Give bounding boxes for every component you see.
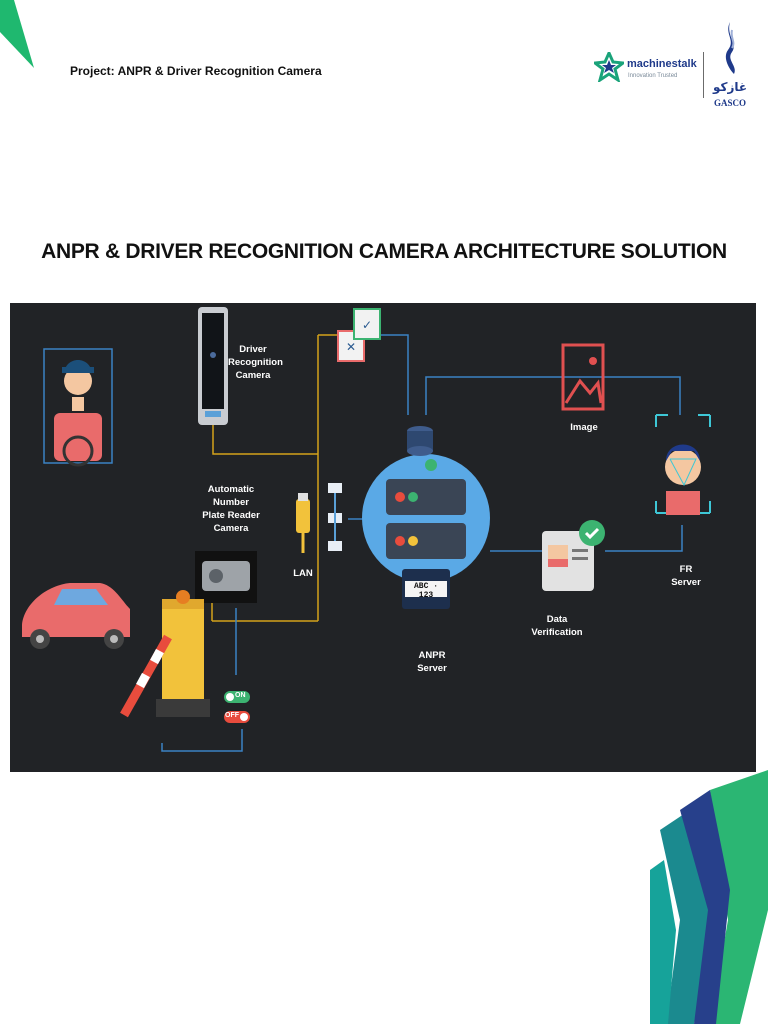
- svg-text:✕: ✕: [346, 340, 356, 354]
- on-off-switch-icon: [224, 691, 250, 723]
- connector-fr-server: [605, 525, 683, 552]
- gasco-logo: غازكو GASCO: [708, 20, 752, 120]
- data-verification-label: Data Verification: [531, 614, 583, 638]
- machinestalk-star-icon: [594, 52, 624, 82]
- gasco-flame-icon: [725, 22, 735, 74]
- connector-gold-lines: [211, 334, 338, 622]
- logo-divider: [703, 52, 704, 98]
- machinestalk-logo: machinestalk Innovation Trusted: [594, 50, 704, 100]
- barrier-gate-icon: [120, 590, 210, 718]
- car-icon: [22, 583, 130, 649]
- checklist-approval-icon: ✕ ✓: [337, 308, 381, 362]
- connector-blue-lines: [161, 334, 683, 752]
- architecture-diagram: ✕ ✓: [10, 303, 756, 772]
- license-plate-text: ABC · 123: [413, 582, 438, 600]
- connector-barrier-base: [161, 729, 243, 752]
- switch-on-label: ON: [235, 692, 246, 699]
- image-icon: [561, 343, 605, 411]
- image-label: Image: [570, 422, 598, 433]
- connector-driver-camera: [212, 425, 318, 455]
- connector-image: [425, 376, 681, 415]
- face-recognition-icon: [655, 414, 711, 515]
- driver-camera-label: Driver Recognition Camera: [228, 344, 283, 381]
- svg-text:✓: ✓: [362, 318, 372, 332]
- driver-avatar-icon: [43, 348, 113, 467]
- data-verification-icon: [542, 520, 605, 591]
- diagram-title: ANPR & DRIVER RECOGNITION CAMERA ARCHITE…: [41, 240, 727, 263]
- lan-switch-icon: [296, 483, 342, 553]
- machinestalk-wordmark: machinestalk: [627, 58, 697, 70]
- diagram-graphics: ✕ ✓: [22, 307, 711, 752]
- connector-checklist-server: [380, 334, 409, 415]
- anpr-server-label: ANPR Server: [417, 650, 447, 674]
- lan-label: LAN: [293, 568, 313, 579]
- corner-accent-bottom-right: [650, 770, 768, 1024]
- anpr-camera-icon: [195, 551, 257, 603]
- gasco-name: GASCO: [713, 98, 746, 108]
- project-label: Project: ANPR & Driver Recognition Camer…: [70, 64, 322, 78]
- switch-off-label: OFF: [225, 712, 239, 719]
- anpr-server-icon: [362, 426, 490, 609]
- gasco-arabic-name: غازكو: [712, 80, 748, 94]
- anpr-camera-label: Automatic Number Plate Reader Camera: [202, 484, 260, 534]
- driver-recognition-camera-icon: [198, 307, 228, 425]
- fr-server-label: FR Server: [671, 564, 701, 588]
- corner-accent-top-left: [0, 0, 34, 68]
- machinestalk-tagline: Innovation Trusted: [628, 73, 678, 79]
